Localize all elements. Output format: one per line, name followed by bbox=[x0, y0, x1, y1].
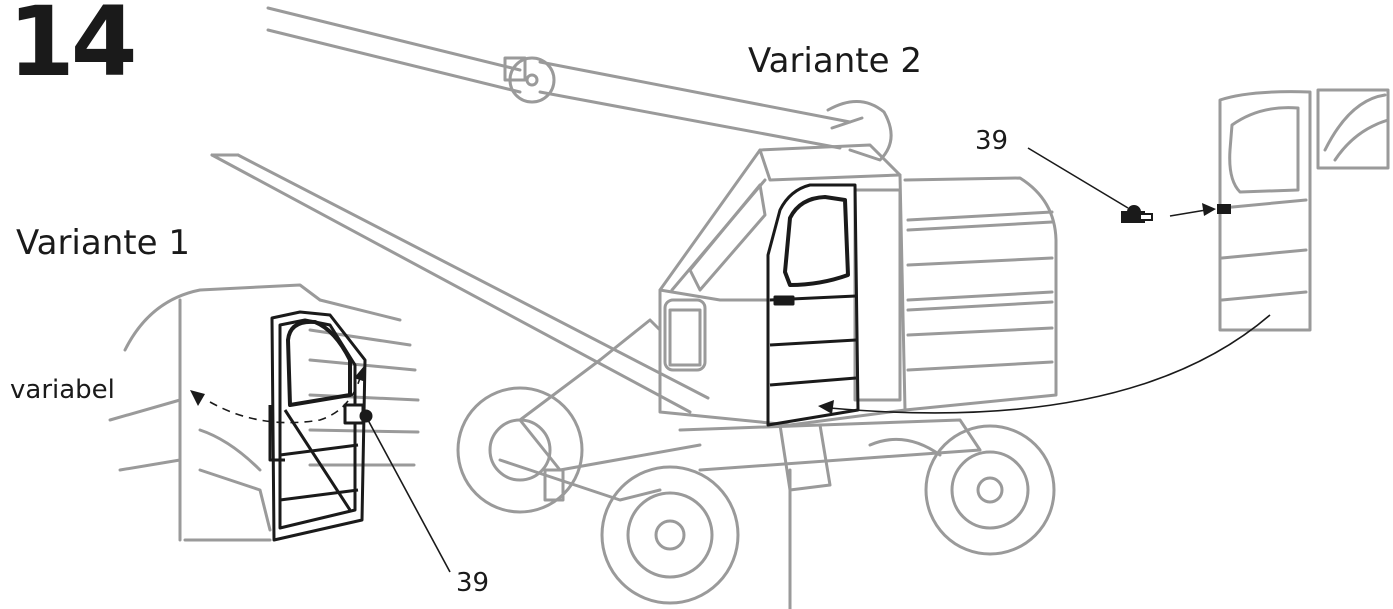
variabel-label: variabel bbox=[10, 375, 115, 405]
engine-housing bbox=[903, 176, 1058, 412]
variant-1-detail-gray bbox=[108, 283, 420, 542]
step-number: 14 bbox=[8, 0, 138, 98]
wheel-front-left bbox=[600, 465, 740, 605]
wheel-front-right bbox=[924, 424, 1056, 556]
door-variant-1 bbox=[268, 310, 373, 542]
latch-part-39 bbox=[1121, 204, 1231, 223]
upper-boom-arm bbox=[266, 6, 893, 162]
leader-lines bbox=[209, 147, 1271, 573]
variant-1-label: Variante 1 bbox=[16, 223, 190, 263]
wheel-rear-right bbox=[868, 437, 942, 457]
door-variant-2 bbox=[766, 183, 860, 427]
variant-2-label: Variante 2 bbox=[748, 41, 922, 81]
separate-door-gray bbox=[1218, 88, 1390, 332]
wheel-rear-left bbox=[456, 386, 584, 514]
cab-variant-2 bbox=[658, 143, 907, 427]
part-ref-39-variant-2: 39 bbox=[975, 126, 1009, 156]
arrow-heads bbox=[190, 203, 1216, 414]
lower-boom bbox=[210, 153, 710, 414]
part-ref-39-variant-1: 39 bbox=[456, 568, 490, 598]
chassis bbox=[498, 318, 982, 609]
